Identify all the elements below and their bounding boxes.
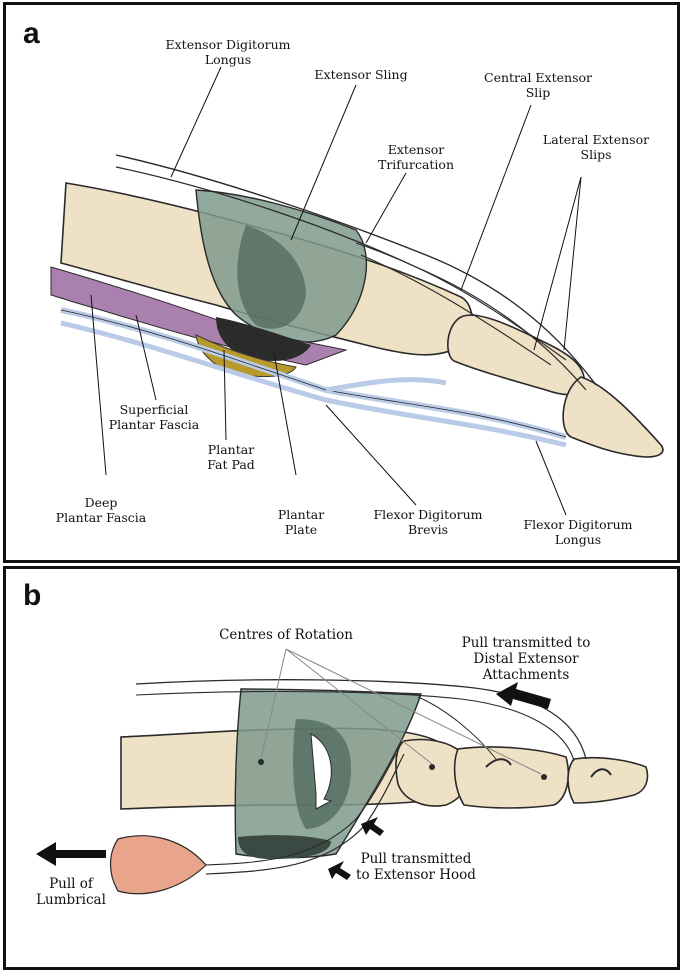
panel-b: b	[3, 566, 680, 970]
panel-b-illustration	[36, 648, 649, 895]
pull-arrows	[36, 682, 551, 880]
plantar-plate-b	[238, 835, 331, 859]
label-extensor-sling: Extensor Sling	[314, 67, 408, 82]
intermediate-bone	[453, 746, 570, 809]
panel-a: a	[3, 2, 680, 563]
lumbrical-muscle	[109, 835, 207, 895]
panel-a-letter: a	[23, 17, 40, 50]
panel-b-letter: b	[23, 579, 42, 612]
plantar-plate	[216, 317, 311, 361]
distal-phalanx-bone	[562, 376, 664, 458]
extensor-sling-inner	[237, 225, 306, 329]
distal-bone	[567, 756, 649, 804]
extensor-tendon-b	[135, 679, 587, 760]
extensor-tendon	[115, 154, 597, 386]
panel-a-illustration	[50, 66, 664, 516]
label-centres-of-rotation: Centres of Rotation	[219, 627, 353, 643]
middle-phalanx-bone	[447, 314, 585, 396]
